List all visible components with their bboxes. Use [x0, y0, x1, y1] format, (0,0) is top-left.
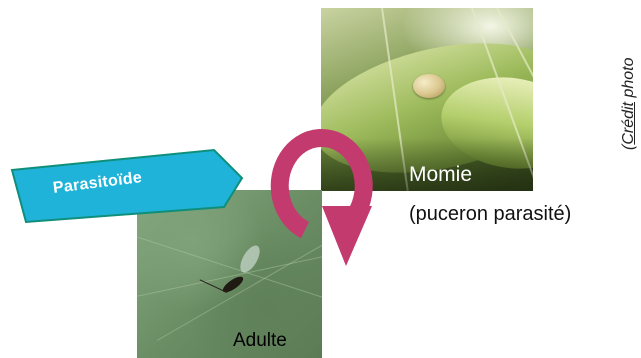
- credit-rest: photo: [620, 57, 637, 97]
- mummy-label: Momie: [409, 163, 472, 187]
- credit-word: Crédit: [620, 102, 637, 145]
- mummy-aphid: [413, 74, 445, 98]
- mummy-caption: (puceron parasité): [409, 202, 571, 226]
- photo-credit: (Crédit photo: [618, 0, 638, 150]
- arrow-head: [322, 206, 372, 266]
- cycle-arrow-icon: [270, 110, 380, 270]
- adult-label: Adulte: [233, 330, 287, 352]
